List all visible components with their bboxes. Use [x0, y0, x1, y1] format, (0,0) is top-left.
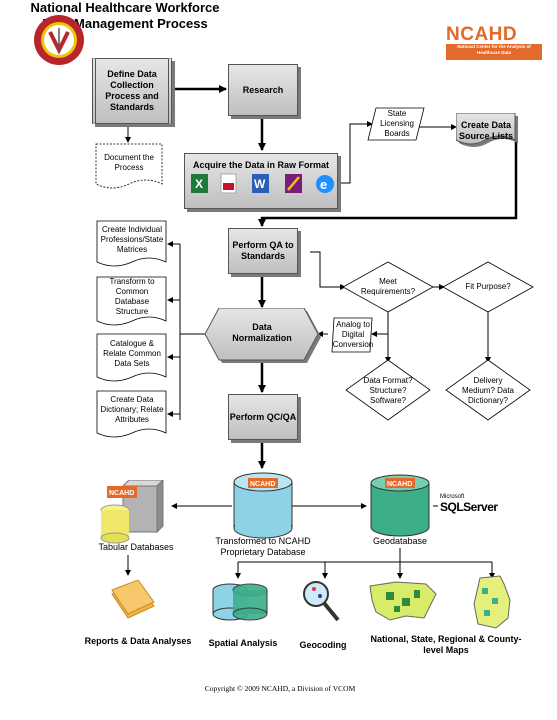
geocoding-label: Geocoding — [299, 640, 347, 650]
geodatabase-icon: NCAHD — [370, 474, 430, 537]
title-line1: National Healthcare Workforce — [30, 0, 220, 15]
research-label: Research — [242, 84, 284, 95]
internet-explorer-icon: e — [316, 175, 334, 193]
state-licensing-input: State Licensing Boards — [380, 109, 414, 138]
meet-requirements-decision: Meet Requirements? — [360, 277, 416, 296]
proprietary-database-label: Transformed to NCAHD Proprietary Databas… — [215, 536, 311, 557]
data-dictionary-doc: Create Data Dictionary; Relate Attribute… — [100, 395, 164, 424]
transform-structure-doc: Transform to Common Database Structure — [109, 277, 155, 316]
us-map-icon — [369, 581, 437, 621]
fit-purpose-decision: Fit Purpose? — [465, 282, 511, 291]
sql-server-name: SQLServer — [440, 500, 498, 514]
document-process-note: Document the Process — [104, 153, 154, 172]
access-icon — [285, 174, 302, 193]
research-box: Research — [228, 64, 298, 116]
ncahd-logo-subtitle: National Center for the Analysis of Heal… — [446, 44, 542, 60]
tabular-databases-label: Tabular Databases — [98, 542, 174, 552]
title-line2: Data Management Process — [42, 16, 208, 31]
reports-label: Reports & Data Analyses — [84, 636, 192, 646]
catalogue-datasets-doc: Catalogue & Relate Common Data Sets — [103, 339, 161, 368]
page-title: National Healthcare Workforce Data Manag… — [0, 0, 250, 32]
svg-text:e: e — [320, 177, 327, 192]
proprietary-database-icon: NCAHD — [233, 472, 293, 539]
software-icons: X W e — [191, 173, 334, 194]
spatial-analysis-label: Spatial Analysis — [208, 638, 278, 648]
normalization-hexagon — [204, 308, 321, 363]
perform-qa-box: Perform QA to Standards — [228, 228, 298, 274]
spatial-analysis-icon — [212, 583, 268, 621]
sql-server-logo: Microsoft SQLServer — [440, 494, 502, 518]
proprietary-cyl-label: NCAHD — [250, 481, 275, 488]
vcom-seal-logo — [34, 15, 84, 65]
geo-cyl-label: NCAHD — [387, 481, 412, 488]
excel-icon: X — [191, 174, 208, 193]
reports-folder-icon — [111, 580, 155, 619]
delivery-medium-decision: Delivery Medium? Data Dictionary? — [461, 376, 515, 405]
copyright-footer: Copyright © 2009 NCAHD, a Division of VC… — [204, 684, 356, 693]
sql-server-microsoft: Microsoft — [440, 494, 465, 500]
pdf-icon — [220, 173, 237, 194]
data-source-lists-shape — [456, 113, 518, 147]
ncahd-logo: NCAHD — [446, 24, 518, 45]
data-source-lists-label: Create Data Source Lists — [458, 120, 514, 141]
define-process-label: Define Data Collection Process and Stand… — [105, 69, 159, 112]
normalization-label: Data Normalization — [232, 322, 292, 343]
data-format-decision: Data Format? Structure? Software? — [363, 376, 413, 405]
word-icon: W — [252, 174, 269, 193]
analog-conversion-input: Analog to Digital Conversion — [332, 320, 374, 349]
svg-text:X: X — [195, 177, 203, 191]
svg-text:W: W — [254, 177, 266, 191]
geocoding-magnifier-icon — [303, 581, 340, 622]
tabular-cyl-label: NCAHD — [109, 490, 134, 497]
maps-label: National, State, Regional & County-level… — [370, 634, 522, 655]
state-map-icon — [473, 575, 511, 629]
tabular-database-icon: NCAHD — [100, 480, 164, 544]
individual-matrices-doc: Create Individual Professions/State Matr… — [100, 225, 164, 254]
perform-qa-label: Perform QA to Standards — [232, 240, 294, 261]
perform-qc-box: Perform QC/QA — [228, 394, 298, 440]
geodatabase-label: Geodatabase — [372, 536, 428, 546]
acquire-data-label: Acquire the Data in Raw Format — [192, 160, 330, 170]
perform-qc-label: Perform QC/QA — [229, 411, 297, 422]
define-process-box: Define Data Collection Process and Stand… — [92, 58, 172, 124]
